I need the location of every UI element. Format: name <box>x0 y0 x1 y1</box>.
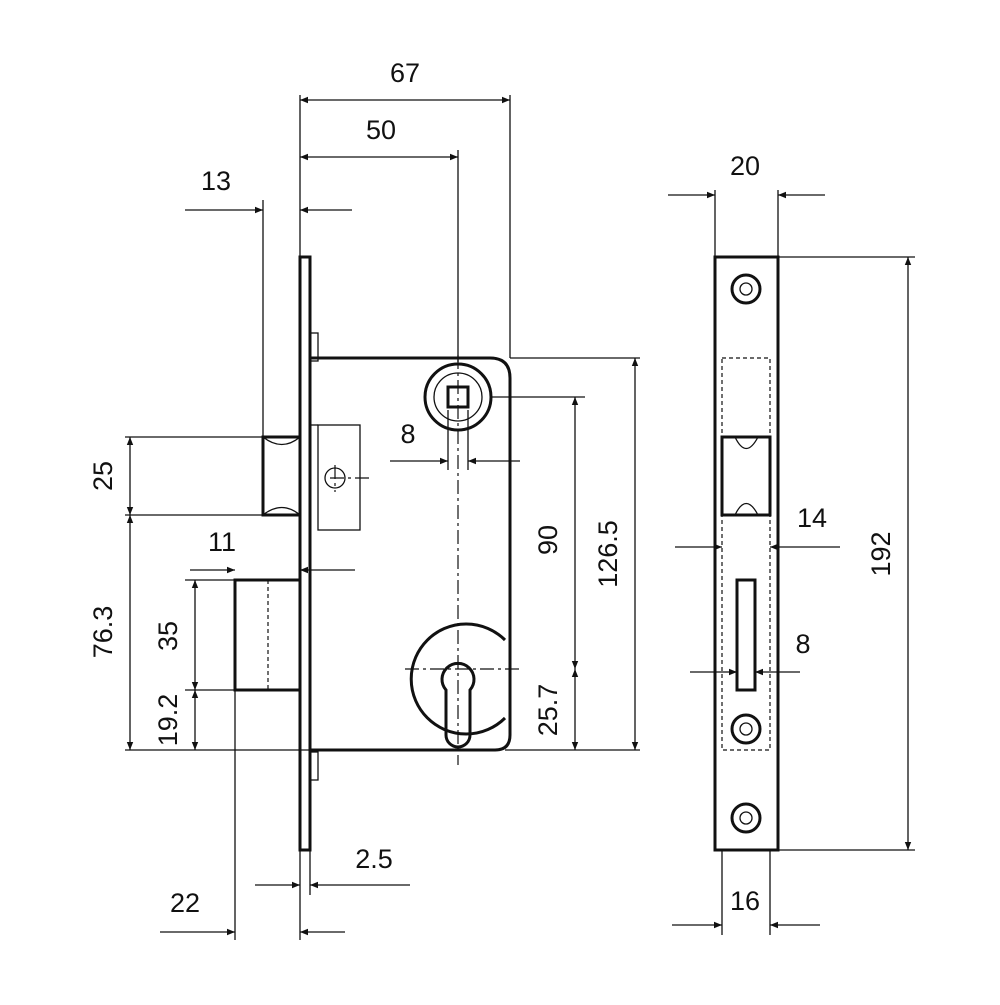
screw-top <box>730 273 762 305</box>
dim-label-16: 16 <box>730 886 760 916</box>
cylinder-keyhole <box>440 661 476 749</box>
dim-label-76-3: 76.3 <box>88 606 118 659</box>
dim-label-13: 13 <box>201 166 231 196</box>
dim-label-35: 35 <box>153 621 183 651</box>
lock-case <box>310 356 512 752</box>
screw-bottom <box>730 802 762 834</box>
dim-label-67: 67 <box>390 58 420 88</box>
front-face-plate <box>713 255 780 852</box>
dead-bolt-face <box>720 435 772 517</box>
face-plate <box>298 255 312 852</box>
dim-label-2-5: 2.5 <box>355 844 393 874</box>
plate-tab-top <box>309 332 319 362</box>
front-view <box>668 190 915 935</box>
latch-slot <box>735 578 757 692</box>
dead-bolt <box>261 435 302 517</box>
dim-label-192: 192 <box>866 531 896 576</box>
side-view <box>125 95 640 940</box>
dim-label-spindle-8: 8 <box>400 419 415 449</box>
hidden-case-outline <box>721 357 771 751</box>
dim-label-22: 22 <box>170 888 200 918</box>
dim-label-14: 14 <box>797 503 827 533</box>
dim-label-50: 50 <box>366 115 396 145</box>
screw-middle <box>730 713 762 745</box>
dim-label-slot-8: 8 <box>795 629 810 659</box>
dim-label-126-5: 126.5 <box>593 520 623 588</box>
dim-label-25: 25 <box>88 461 118 491</box>
dim-label-19-2: 19.2 <box>153 694 183 747</box>
dim-label-11: 11 <box>208 527 236 557</box>
dim-label-90: 90 <box>533 525 563 555</box>
plate-tab-bottom <box>309 751 319 781</box>
dim-label-20: 20 <box>730 151 760 181</box>
dim-label-25-7: 25.7 <box>533 684 563 737</box>
